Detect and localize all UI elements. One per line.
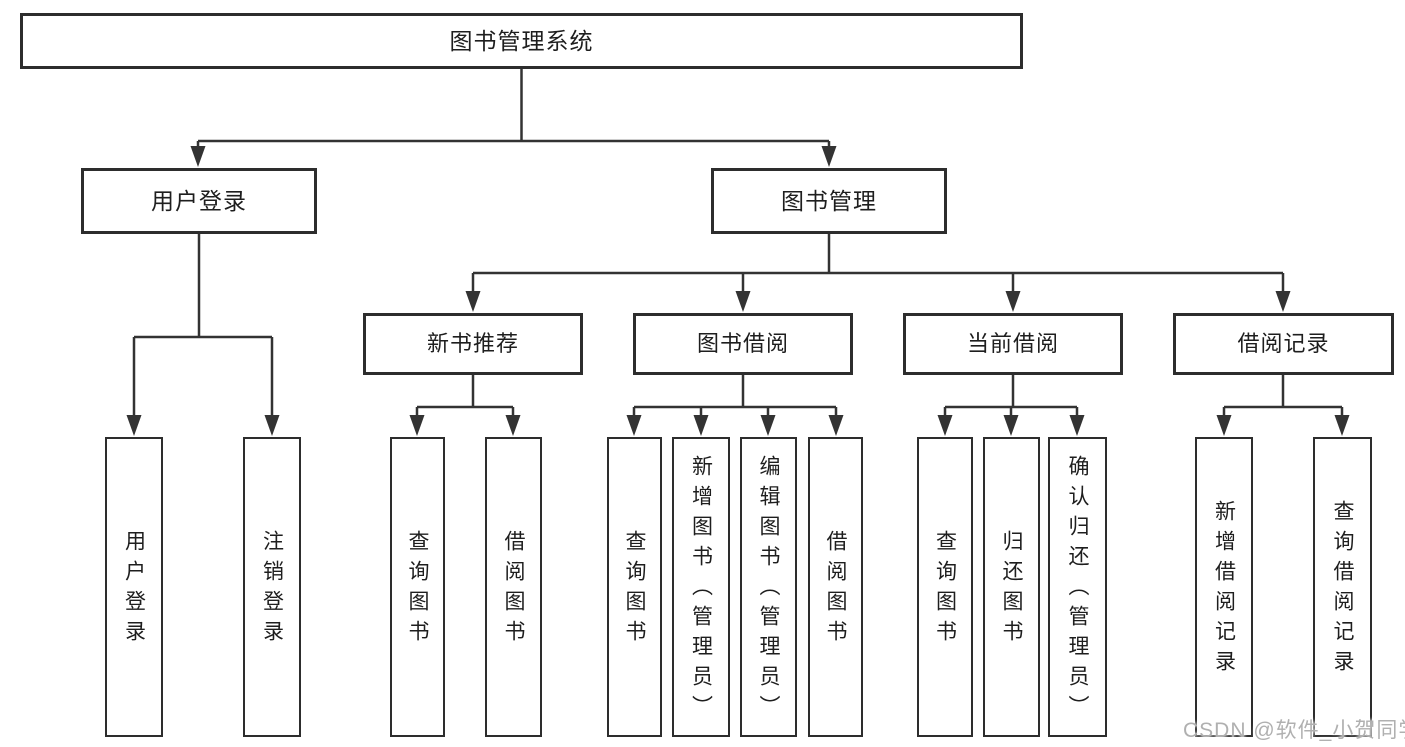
leaf-query-books-current: 查询图书: [917, 437, 973, 737]
node-current-borrow: 当前借阅: [903, 313, 1123, 375]
leaf-add-borrow-record: 新增借阅记录: [1195, 437, 1253, 737]
node-book-management: 图书管理: [711, 168, 947, 234]
leaf-query-borrow-record: 查询借阅记录: [1313, 437, 1372, 737]
leaf-query-books-recommend: 查询图书: [390, 437, 445, 737]
leaf-user-login: 用户登录: [105, 437, 163, 737]
watermark: CSDN @软件_小贺同学: [1183, 719, 1405, 742]
node-borrow-records: 借阅记录: [1173, 313, 1394, 375]
leaf-add-book-admin: 新增图书（管理员）: [672, 437, 730, 737]
leaf-confirm-return-admin: 确认归还（管理员）: [1048, 437, 1107, 737]
leaf-borrow-books-borrow: 借阅图书: [808, 437, 863, 737]
leaf-query-books-borrow: 查询图书: [607, 437, 662, 737]
leaf-return-books: 归还图书: [983, 437, 1040, 737]
leaf-logout: 注销登录: [243, 437, 301, 737]
node-user-login: 用户登录: [81, 168, 317, 234]
node-library-system: 图书管理系统: [20, 13, 1023, 69]
node-book-borrow: 图书借阅: [633, 313, 853, 375]
leaf-edit-book-admin: 编辑图书（管理员）: [740, 437, 797, 737]
node-new-book-recommend: 新书推荐: [363, 313, 583, 375]
leaf-borrow-books-recommend: 借阅图书: [485, 437, 542, 737]
